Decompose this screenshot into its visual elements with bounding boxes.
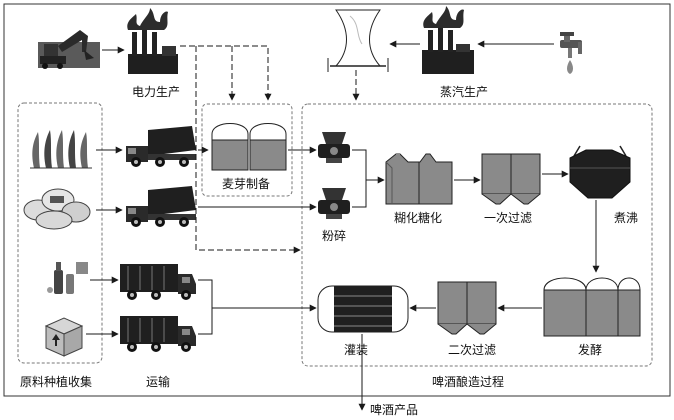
label-malt: 麦芽制备 — [222, 177, 270, 191]
brewing-group — [301, 103, 653, 367]
label-raw: 原料种植收集 — [20, 374, 92, 389]
crusher-icon — [318, 132, 350, 163]
tanker-truck-icon — [120, 316, 196, 352]
malt-tank — [211, 123, 287, 171]
tanker-truck-icon — [120, 264, 196, 300]
label-steam: 蒸汽生产 — [440, 84, 488, 99]
faucet-icon — [560, 32, 582, 74]
label-saccharify: 糊化糖化 — [394, 210, 442, 225]
dump-truck-icon — [126, 126, 196, 167]
label-product: 啤酒产品 — [370, 402, 418, 417]
outer-frame — [3, 3, 671, 397]
boil-kettle — [569, 145, 631, 199]
label-filter2: 二次过滤 — [448, 343, 496, 357]
filling-machine — [317, 285, 409, 333]
crops-icon — [30, 130, 92, 169]
filter-tank — [481, 153, 541, 205]
saccharify-tank — [385, 153, 453, 205]
label-power: 电力生产 — [132, 85, 180, 99]
label-filter1: 一次过滤 — [484, 211, 532, 225]
crusher-icon — [318, 188, 350, 219]
bottles-icon — [47, 262, 88, 294]
flow-lines — [86, 40, 600, 411]
label-crush: 粉碎 — [322, 228, 346, 243]
label-process: 啤酒酿造过程 — [432, 374, 504, 389]
label-boil: 煮沸 — [614, 211, 638, 225]
label-fill: 灌装 — [344, 343, 368, 357]
label-transport: 运输 — [146, 374, 170, 389]
dump-truck-icon — [126, 186, 196, 227]
filter-tank — [437, 281, 497, 335]
power-plant-icon — [127, 8, 178, 74]
steam-plant-icon — [422, 6, 474, 74]
cooling-tower-icon — [327, 9, 389, 72]
ferment-tank — [543, 277, 641, 337]
label-ferment: 发酵 — [578, 342, 602, 357]
excavator-icon — [38, 30, 100, 69]
sacks-icon — [23, 188, 91, 230]
raw-material-group — [17, 102, 103, 364]
box-icon — [44, 317, 84, 357]
